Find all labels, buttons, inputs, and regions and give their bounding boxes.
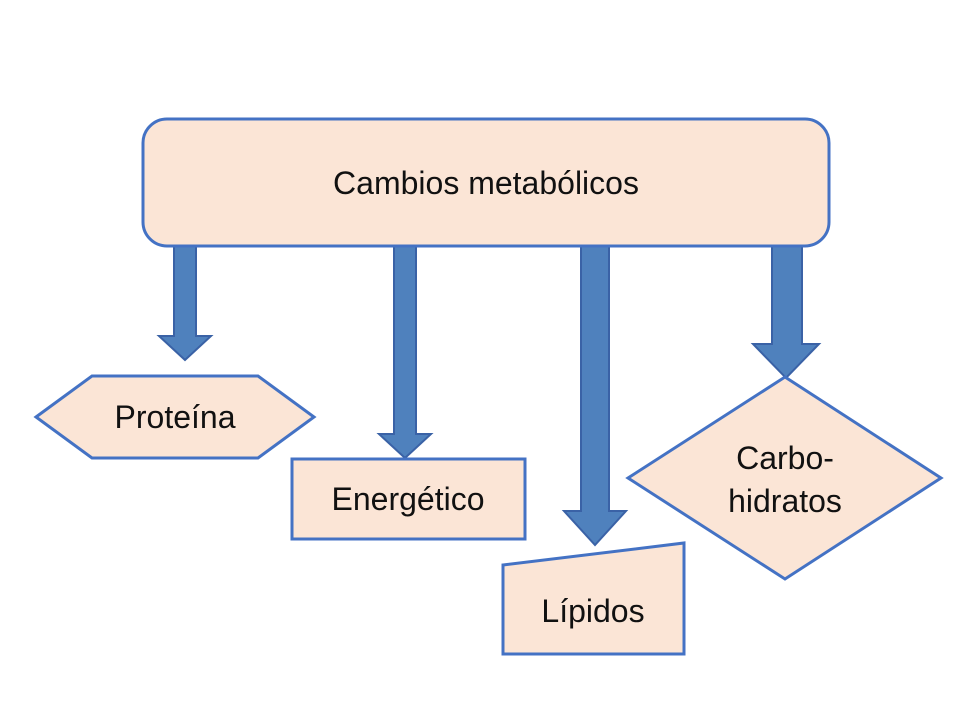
node-lipidos: Lípidos xyxy=(501,541,686,656)
arrow-to-carbohidratos xyxy=(750,245,822,380)
root-node: Cambios metabólicos xyxy=(141,117,831,248)
node-energetico: Energético xyxy=(290,457,527,541)
node-lipidos-shape xyxy=(501,541,686,656)
node-proteina: Proteína xyxy=(33,374,317,460)
root-node-label: Cambios metabólicos xyxy=(333,165,639,201)
node-lipidos-label: Lípidos xyxy=(541,593,644,629)
node-energetico-label: Energético xyxy=(332,481,485,517)
node-carbohidratos-label-line-1: Carbo- xyxy=(736,440,834,476)
node-carbohidratos-shape xyxy=(625,375,944,581)
node-carbohidratos-label-line-2: hidratos xyxy=(728,483,842,519)
arrow-to-proteina xyxy=(156,245,214,362)
node-proteina-label: Proteína xyxy=(115,399,236,435)
arrow-to-lipidos xyxy=(561,245,629,547)
node-proteina-shape xyxy=(33,374,317,460)
node-energetico-shape xyxy=(290,457,527,541)
arrow-to-energetico xyxy=(376,245,434,460)
root-node-box xyxy=(141,117,831,248)
node-carbohidratos: Carbo- hidratos xyxy=(625,375,944,581)
